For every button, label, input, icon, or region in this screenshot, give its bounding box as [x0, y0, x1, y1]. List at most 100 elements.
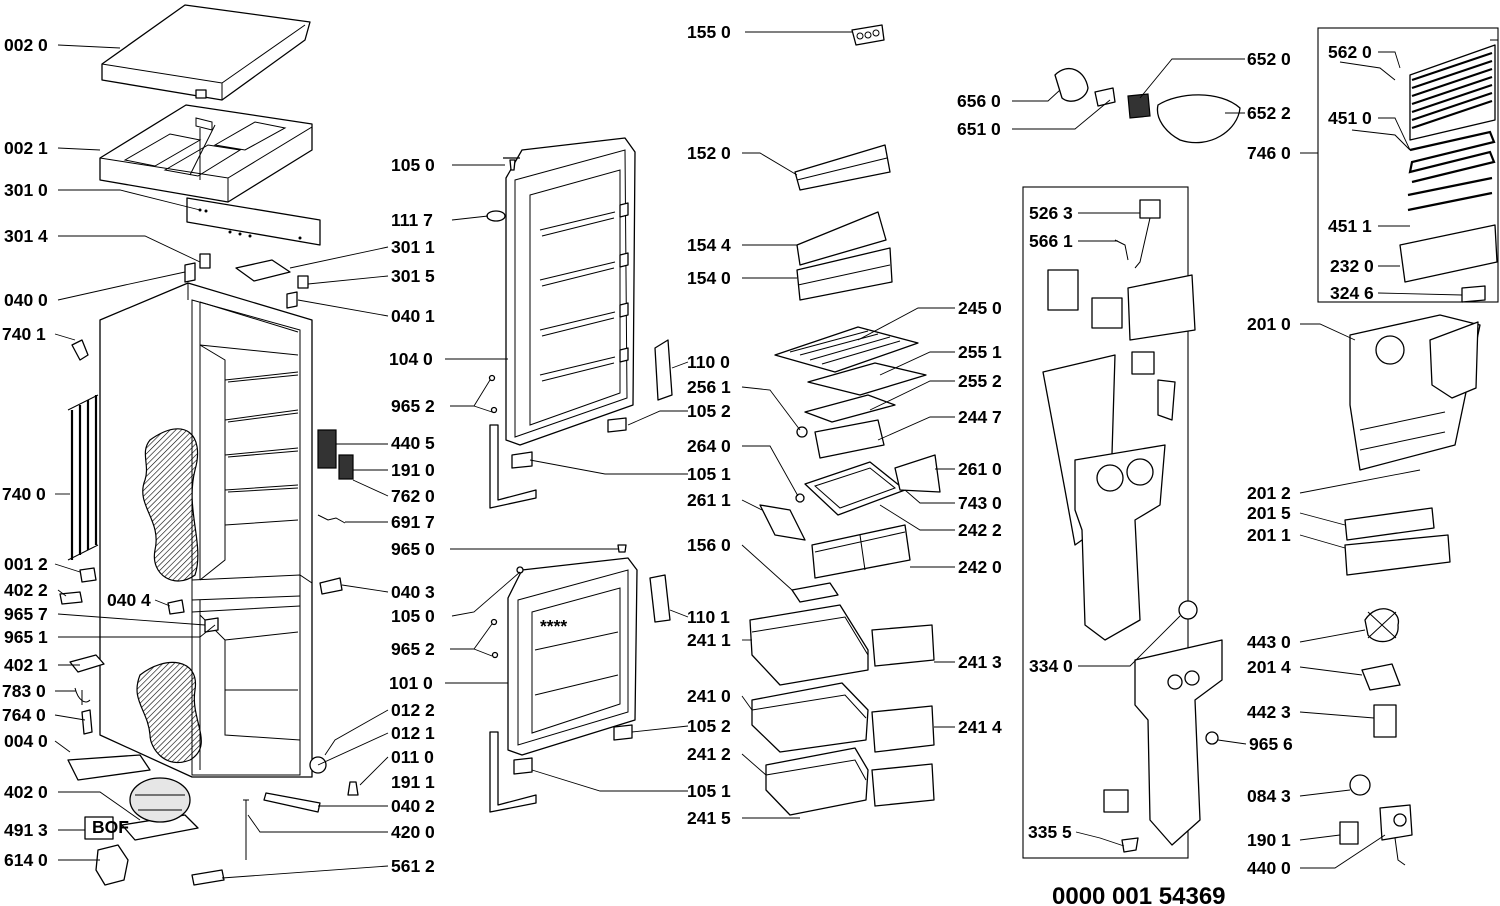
handle-1101 [649, 574, 671, 623]
label-3011: 301 1 [391, 237, 435, 257]
hinge-0403 [319, 577, 343, 595]
label-4423: 442 3 [1247, 702, 1291, 722]
evaporator-coil [1409, 39, 1499, 141]
light-7620 [338, 454, 354, 480]
label-4430: 443 0 [1247, 632, 1291, 652]
freezer-star-rating: **** [540, 616, 567, 636]
duct-part-a [1047, 269, 1079, 311]
shelf-2551 [807, 362, 927, 396]
part-labels: 002 0 002 1 301 0 301 4 040 0 740 1 740 … [2, 22, 1374, 906]
label-2450: 245 0 [958, 298, 1002, 318]
fan-cover-6560 [1054, 68, 1089, 102]
label-3340: 334 0 [1029, 656, 1073, 676]
label-0110: 011 0 [391, 747, 434, 767]
label-3355: 335 5 [1028, 822, 1072, 842]
freezer-drawer-2411 [749, 604, 869, 686]
sensor-4200 [243, 799, 249, 860]
label-2015: 201 5 [1247, 503, 1291, 523]
cable-6917 [317, 514, 346, 524]
label-1040: 104 0 [389, 349, 433, 369]
bracket-1052b [613, 724, 633, 741]
label-2415: 241 5 [687, 808, 731, 828]
label-2610: 261 0 [958, 459, 1002, 479]
label-1560: 156 0 [687, 535, 731, 555]
strip-2011 [1344, 534, 1451, 576]
label-2411: 241 1 [687, 630, 731, 650]
fan-motor-6510 [1094, 87, 1116, 107]
label-3010: 301 0 [4, 180, 48, 200]
label-2010: 201 0 [1247, 314, 1291, 334]
part-7640 [81, 709, 93, 735]
label-1010: 101 0 [389, 673, 433, 693]
label-7400: 740 0 [2, 484, 46, 504]
top-frame [99, 104, 313, 203]
cutaway-upper [142, 428, 199, 582]
relay-4913 [84, 816, 114, 840]
screw-0110 [347, 781, 359, 796]
starter-6140 [95, 844, 129, 886]
hinge-0400 [184, 262, 196, 283]
label-3246: 324 6 [1330, 283, 1374, 303]
pipe-4510 [1351, 129, 1411, 151]
label-1100: 110 0 [687, 352, 730, 372]
label-1050b: 105 0 [391, 606, 435, 626]
knob-3340 [1178, 600, 1198, 620]
label-2410: 241 0 [687, 686, 731, 706]
label-1050: 105 0 [391, 155, 435, 175]
label-1051: 105 1 [687, 464, 731, 484]
label-0401: 040 1 [391, 306, 435, 326]
drawer-2420 [811, 524, 911, 579]
label-4510: 451 0 [1328, 108, 1372, 128]
shelves-group [749, 24, 941, 816]
screw-1050 [503, 157, 520, 171]
gasket-1910 [489, 424, 537, 509]
air-duct-upper [1074, 444, 1166, 641]
label-2420: 242 0 [958, 557, 1002, 577]
label-4022: 402 2 [4, 580, 48, 600]
gasket-1911 [489, 731, 537, 813]
hinge-1051b [513, 757, 533, 775]
label-2561: 256 1 [687, 377, 731, 397]
bracket-0402 [263, 792, 321, 813]
label-2412: 241 2 [687, 744, 731, 764]
hinge-0401 [286, 291, 298, 309]
base-plate-0040 [67, 754, 151, 781]
pipe-5620 [1339, 61, 1396, 81]
knob-9656 [1205, 731, 1219, 745]
label-0122: 012 2 [391, 700, 435, 720]
label-9656: 965 6 [1249, 734, 1293, 754]
air-duct-lower [1134, 639, 1223, 846]
pipe-4511 [1407, 176, 1493, 212]
freezer-drawer-2410 [751, 682, 869, 753]
compressor-badge: BOF [92, 817, 129, 837]
label-6510: 651 0 [957, 119, 1001, 139]
thermostat-4405 [317, 429, 337, 469]
drawer-front-2414 [871, 705, 935, 753]
control-bar [186, 197, 321, 246]
rail-2610 [894, 454, 941, 493]
crisper-2422 [804, 461, 906, 516]
label-2422: 242 2 [958, 520, 1002, 540]
label-1052b: 105 2 [687, 716, 731, 736]
label-0843: 084 3 [1247, 786, 1291, 806]
door-shelf-1520 [794, 144, 891, 191]
label-5620: 562 0 [1328, 42, 1372, 62]
label-1052: 105 2 [687, 401, 731, 421]
label-0403: 040 3 [391, 582, 435, 602]
clip-3015 [297, 275, 309, 289]
label-1544: 154 4 [687, 235, 731, 255]
label-1910: 191 0 [391, 460, 435, 480]
shelf-cover-1544 [796, 211, 887, 266]
label-4913: 491 3 [4, 820, 48, 840]
label-2014: 201 4 [1247, 657, 1291, 677]
label-2640: 264 0 [687, 436, 731, 456]
duct-part-b [1091, 297, 1123, 329]
condenser-coil [67, 394, 99, 561]
label-1117: 111 7 [391, 210, 433, 230]
cap-1117 [486, 210, 506, 222]
handle-1100 [654, 339, 673, 401]
cutaway-lower [136, 661, 202, 763]
label-4511: 451 1 [1328, 216, 1372, 236]
shelf-2552 [804, 394, 896, 423]
plug-0012 [79, 567, 97, 583]
